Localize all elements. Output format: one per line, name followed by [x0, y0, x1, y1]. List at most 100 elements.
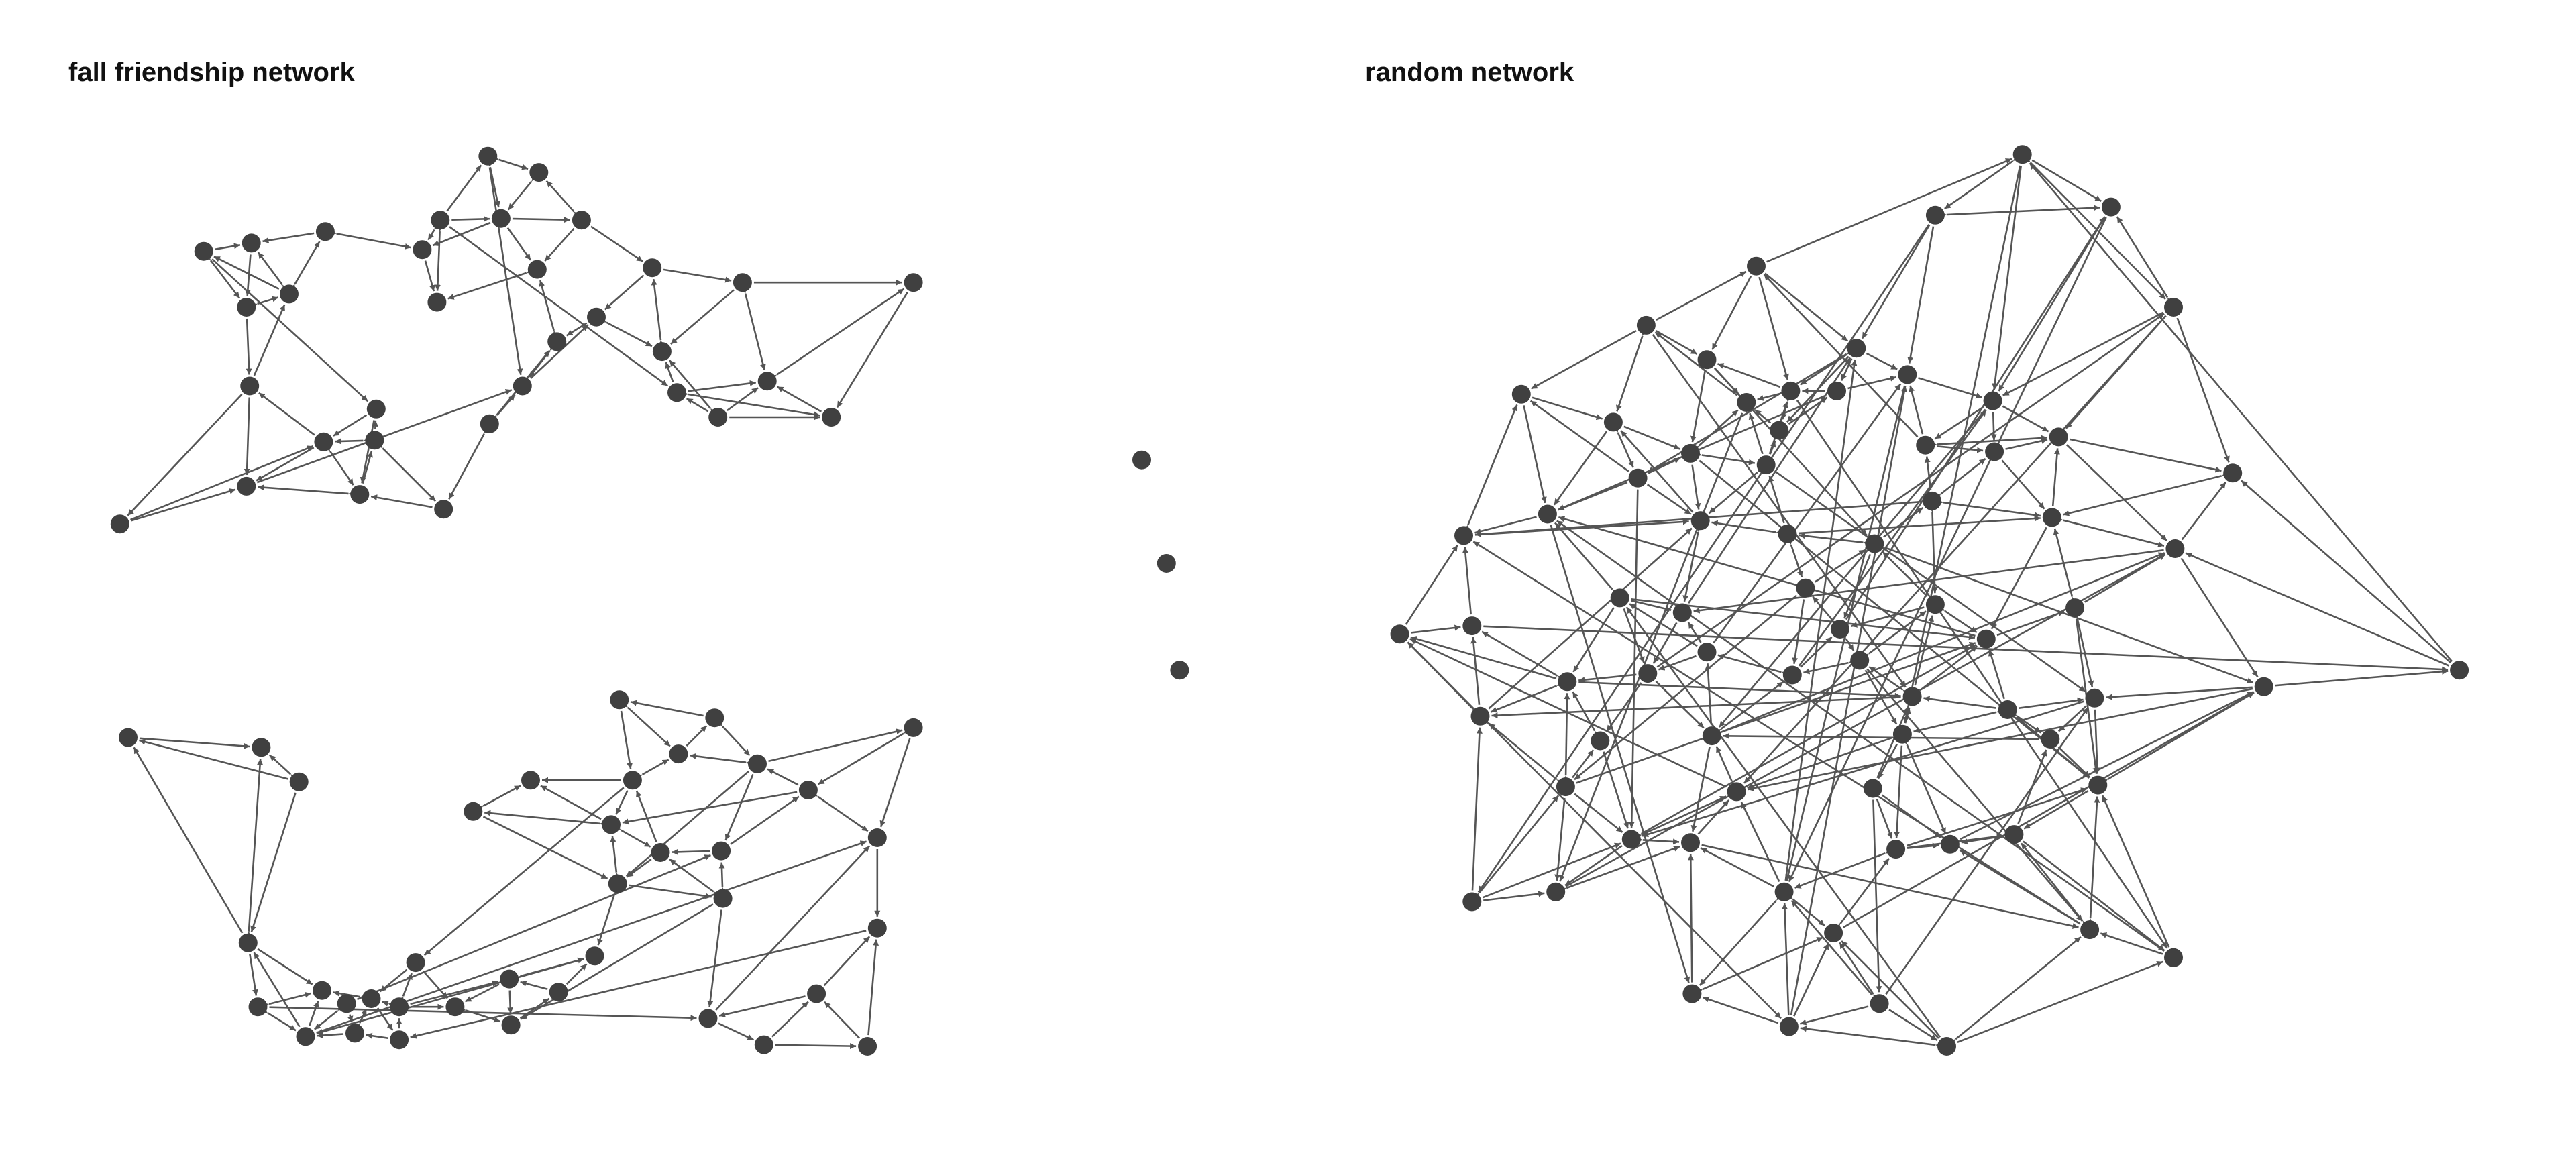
random-network-node	[2042, 508, 2061, 527]
random-network-edge	[1715, 746, 1733, 782]
random-network-edge	[1656, 330, 1698, 355]
random-network-edge	[1695, 451, 1755, 465]
network-edges	[127, 154, 2453, 1050]
fall-network-top-edge	[250, 296, 279, 309]
fall-network-bottom-edge	[257, 948, 313, 985]
random-network-node	[1697, 350, 1717, 370]
fall-network-bottom-edge	[249, 954, 258, 996]
random-network-edge	[1763, 274, 1919, 438]
fall-network-node	[390, 1030, 409, 1050]
random-network-edge	[1876, 798, 1893, 839]
random-network-edge	[2116, 216, 2174, 305]
random-network-edge	[2065, 444, 2168, 542]
fall-network-top-edge	[256, 389, 513, 484]
fall-network-bottom-edge	[672, 848, 710, 855]
random-network-edge	[1784, 359, 1858, 881]
random-network-edge	[1799, 515, 2041, 535]
fall-network-node	[350, 485, 370, 504]
random-network-edge	[1713, 383, 1902, 644]
fall-network-top-edge	[130, 445, 314, 521]
fall-network-bottom-edge	[269, 754, 297, 781]
random-network-edge	[1690, 747, 1711, 832]
fall-network-bottom-edge	[810, 790, 869, 832]
random-network-edge	[2057, 746, 2091, 778]
random-network-edge	[1786, 538, 1803, 578]
random-network-node	[1781, 381, 1801, 400]
fall-network-node	[521, 771, 540, 790]
fall-network-top-edge	[246, 318, 252, 375]
random-network-node	[1681, 833, 1700, 852]
random-network-node	[1462, 616, 1482, 636]
fall-network-node	[585, 946, 604, 966]
fall-network-node	[464, 802, 483, 821]
random-network-edge	[2087, 796, 2100, 925]
random-network-node	[2101, 197, 2121, 217]
fall-network-top-edge	[486, 160, 500, 208]
fall-network-bottom-edge	[626, 859, 652, 878]
random-network-node	[1546, 882, 1566, 901]
random-network-edge	[1884, 547, 2254, 684]
fall-network-top-edge	[446, 164, 482, 212]
fall-network-bottom-edge	[620, 710, 633, 769]
random-network-edge	[1562, 693, 1570, 782]
random-network-node	[1591, 731, 1610, 751]
random-network-edge	[1840, 632, 1855, 651]
random-network-edge	[1628, 489, 1639, 828]
fall-network-top-edge	[434, 225, 443, 291]
random-network-edge	[1462, 547, 1472, 615]
random-network-edge	[1915, 645, 1978, 696]
fall-network-node	[501, 1015, 521, 1035]
fall-network-node	[698, 1009, 718, 1028]
random-network-edge	[1623, 425, 1680, 450]
random-network-edge	[1794, 848, 1892, 889]
fall-network-top-edge	[424, 260, 435, 292]
fall-network-bottom-edge	[879, 738, 911, 828]
random-network-edge	[1603, 751, 1629, 829]
fall-network-node	[237, 298, 256, 317]
fall-network-bottom-edge	[771, 1001, 809, 1038]
random-network-edge	[2057, 705, 2087, 732]
random-network-edge	[1690, 370, 1706, 443]
random-network-edge	[1658, 655, 1697, 671]
fall-network-node	[705, 708, 724, 728]
random-network-edge	[2019, 697, 2084, 709]
random-network-edge	[1553, 431, 1608, 506]
random-network-edge	[1656, 270, 1747, 321]
random-network-node	[2012, 145, 2032, 164]
fall-network-top-edge	[258, 484, 355, 498]
random-network-edge	[1843, 691, 2255, 928]
random-network-edge	[1717, 363, 1780, 388]
random-network-edge	[1803, 658, 1856, 675]
random-network-edge	[1554, 522, 1619, 596]
random-network-edge	[1471, 727, 1483, 891]
random-network-edge	[1529, 400, 1629, 472]
random-network-edge	[1766, 158, 2012, 263]
random-network-edge	[1703, 996, 1779, 1024]
random-network-edge	[2241, 480, 2452, 663]
fall-network-node	[822, 408, 841, 427]
fall-network-top-edge	[258, 392, 315, 436]
random-network-edge	[1907, 226, 1935, 364]
fall-network-bottom-edge	[630, 700, 704, 717]
fall-network-top-edge	[362, 451, 373, 484]
random-network-node	[1902, 687, 1922, 706]
random-network-node	[1916, 435, 1935, 455]
fall-network-top-edge	[372, 420, 378, 429]
random-network-edge	[1814, 549, 1866, 583]
random-network-edge	[2005, 437, 2048, 450]
fall-network-top-edge	[257, 252, 288, 292]
fall-network-top-edge	[333, 414, 368, 437]
random-network-edge	[1574, 793, 1623, 833]
random-network-edge	[1906, 787, 2088, 847]
random-network-edge	[2102, 795, 2170, 948]
random-network-node	[1827, 381, 1846, 400]
fall-network-bottom-edge	[520, 980, 548, 991]
fall-network-top-edge	[492, 154, 529, 170]
random-network-edge	[1792, 599, 1805, 664]
random-network-edge	[1988, 649, 2005, 700]
random-network-edge	[2020, 842, 2089, 928]
random-network-edge	[1474, 518, 1689, 536]
fall-network-node	[366, 399, 386, 419]
fall-network-bottom-edge	[824, 1001, 861, 1039]
isolated-node	[1132, 450, 1151, 470]
